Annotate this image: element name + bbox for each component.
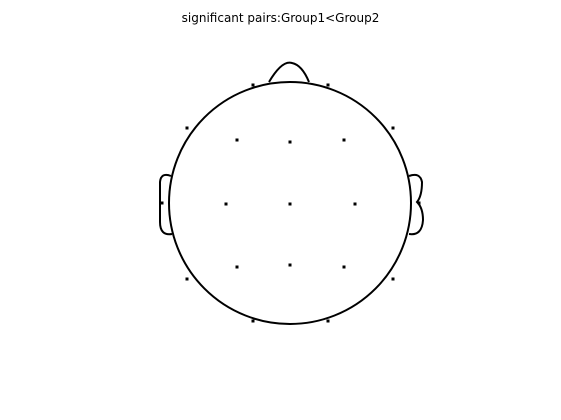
figure-title: significant pairs:Group1<Group2 <box>181 11 380 25</box>
electrode <box>160 201 164 205</box>
electrode <box>251 319 255 323</box>
electrode <box>353 202 357 206</box>
electrode <box>417 201 421 205</box>
electrode <box>342 138 346 142</box>
electrode <box>185 126 189 130</box>
electrode <box>288 263 292 267</box>
electrode <box>326 83 330 87</box>
electrode <box>342 265 346 269</box>
head-outline-group <box>159 61 425 325</box>
electrode <box>326 319 330 323</box>
right-ear-outline <box>408 173 425 236</box>
left-ear-outline <box>159 173 173 236</box>
electrode <box>391 277 395 281</box>
electrode <box>235 265 239 269</box>
nose-outline <box>268 61 310 83</box>
head-outline <box>168 81 412 325</box>
electrode <box>391 126 395 130</box>
electrode <box>251 83 255 87</box>
electrode <box>235 138 239 142</box>
electrode <box>185 277 189 281</box>
electrode <box>288 202 292 206</box>
electrode <box>224 202 228 206</box>
electrode <box>288 140 292 144</box>
electrodes <box>160 83 421 323</box>
